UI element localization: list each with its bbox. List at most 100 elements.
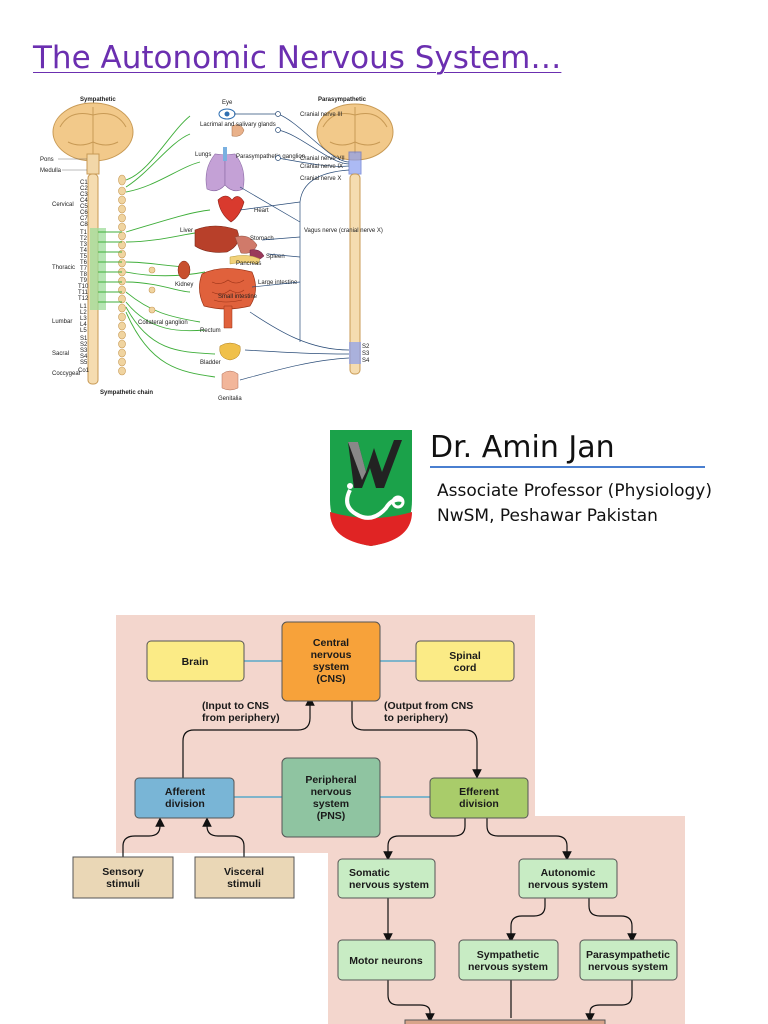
pns-label-line: system [313,798,349,810]
autonomic-label-line: Autonomic [541,867,596,879]
svg-text:C2: C2 [80,186,88,192]
organ-label: Small intestine [218,294,258,300]
organ-label: Bladder [200,360,221,366]
input-label-line: from periphery) [202,712,280,724]
afferent-label-line: Afferent [165,786,206,798]
svg-text:T2: T2 [80,236,88,242]
pons-label: Pons [40,157,54,163]
svg-text:T11: T11 [78,290,89,296]
cns-label-line: Central [313,637,349,649]
region-label: Sacral [52,351,69,357]
effector-box-partial [404,1019,606,1024]
organ-label: Liver [180,228,193,234]
svg-text:L5: L5 [80,328,87,334]
author-organization: NwSM, Peshawar Pakistan [437,506,658,526]
sympathetic-label-line: nervous system [468,961,548,973]
sensory-stimuli-box [72,856,174,899]
organ-label: Kidney [175,282,193,288]
region-label: Lumbar [52,319,72,325]
region-label: Thoracic [52,265,75,271]
brain-right-illustration [316,103,394,175]
organ-label: Rectum [200,328,221,334]
organ-label: Large intestine [258,280,298,286]
organ-label: Heart [254,208,269,214]
nervous-system-flowchart: Brain Central nervous system (CNS) Spina… [72,615,685,1024]
svg-text:T5: T5 [80,254,88,260]
svg-text:T8: T8 [80,272,88,278]
sacral-label: S4 [362,358,370,364]
region-label: Cervical [52,202,74,208]
author-role: Associate Professor (Physiology) [437,481,712,501]
svg-text:S5: S5 [80,360,88,366]
cns-label-line: nervous [311,649,352,661]
collateral-ganglion-label: Collateral ganglion [138,320,188,326]
afferent-label-line: division [165,798,205,810]
sacral-label: S2 [362,344,370,350]
visceral-label-line: stimuli [227,878,261,890]
svg-text:T9: T9 [80,278,88,284]
somatic-label-line: nervous system [349,879,429,891]
page-title[interactable]: The Autonomic Nervous System… [33,40,562,76]
brain-box [146,640,245,682]
sympathetic-nerves [98,115,216,378]
sympathetic-nervous-system-box [458,939,559,981]
parasympathetic-ganglion-label: Parasympathetic ganglion [236,154,305,160]
svg-text:T7: T7 [80,266,88,272]
sympathetic-label-line: Sympathetic [477,949,540,961]
organ-label: Pancreas [236,261,261,267]
svg-text:L1: L1 [80,304,87,310]
svg-text:T4: T4 [80,248,88,254]
pns-label-line: nervous [311,786,352,798]
afferent-division-box [134,777,235,819]
svg-text:S3: S3 [80,348,88,354]
sensory-label-line: Sensory [102,866,144,878]
svg-text:C3: C3 [80,192,88,198]
cns-label-line: (CNS) [316,673,345,685]
efferent-division-box [429,777,529,819]
segment-labels: C1 C2 C3 C4 C5 C6 C7 C8 T1 T2 T3 T4 T5 T… [78,180,90,374]
spinal-cord-label-line: Spinal [449,650,481,662]
somatic-nervous-system-box [337,858,436,899]
organ-label: Stomach [250,236,274,242]
spinal-cord-right [349,173,361,375]
organ-label: Spleen [266,254,285,260]
organ-label: Lacrimal and salivary glands [200,122,276,128]
svg-text:T3: T3 [80,242,88,248]
pns-box [281,757,381,838]
svg-text:C5: C5 [80,204,88,210]
svg-text:L3: L3 [80,316,87,322]
parasympathetic-label-line: nervous system [588,961,668,973]
output-label-line: (Output from CNS [384,700,473,712]
motor-neurons-label: Motor neurons [349,955,423,967]
svg-text:C1: C1 [80,180,88,186]
svg-text:S4: S4 [80,354,88,360]
cns-box [281,621,381,702]
svg-text:C7: C7 [80,216,88,222]
spinal-cord-label-line: cord [454,662,477,674]
sympathetic-heading: Sympathetic [80,97,116,103]
pns-label-line: (PNS) [317,810,346,822]
svg-text:C6: C6 [80,210,88,216]
brain-label: Brain [182,656,209,668]
cns-label-line: system [313,661,349,673]
efferent-label-line: division [459,798,499,810]
efferent-label-line: Efferent [459,786,499,798]
author-name: Dr. Amin Jan [430,430,615,465]
author-divider [430,466,705,468]
organ-label: Lungs [195,152,211,158]
brain-left-illustration [52,102,134,175]
svg-text:T12: T12 [78,296,89,302]
svg-text:S1: S1 [80,336,88,342]
parasympathetic-heading: Parasympathetic [318,97,367,103]
organ-label: Eye [222,100,233,106]
svg-text:Co1: Co1 [78,368,90,374]
visceral-stimuli-box [194,856,295,899]
organ-label: Genitalia [218,396,242,402]
svg-text:S2: S2 [80,342,88,348]
parasympathetic-nerves [234,111,350,381]
region-label: Coccygeal [52,371,80,377]
output-label-line: to periphery) [384,712,448,724]
motor-neurons-box [337,939,436,981]
somatic-label-line: Somatic [349,867,390,879]
svg-text:L4: L4 [80,322,87,328]
